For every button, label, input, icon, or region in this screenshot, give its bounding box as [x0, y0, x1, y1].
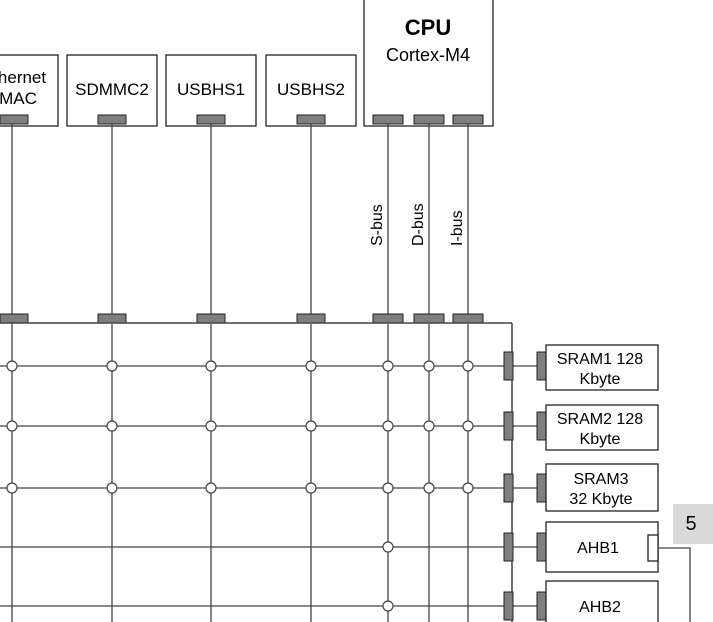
port: [97, 114, 127, 125]
bus-label-d-bus: D-bus: [410, 203, 427, 246]
cpu-subtitle: Cortex-M4: [386, 45, 470, 65]
slave-sram1-line2: Kbyte: [580, 371, 621, 388]
master-ethernet-mac: hernet MAC: [0, 54, 59, 127]
slave-sram3-line1: SRAM3: [573, 471, 628, 488]
crosspoints: [6, 360, 474, 612]
ahb1-output-line: [658, 547, 691, 622]
callout-badge: 5: [673, 504, 713, 544]
horizontal-rows: [0, 365, 537, 607]
master-ethernet-line2: MAC: [0, 89, 37, 108]
slave-sram3-line2: 32 Kbyte: [569, 491, 632, 508]
port: [413, 114, 445, 125]
master-sdmmc2-label: SDMMC2: [75, 80, 149, 99]
slave-ahb2-label: AHB2: [579, 599, 621, 616]
master-ethernet-line1: hernet: [0, 68, 46, 87]
port: [452, 114, 484, 125]
master-usbhs1-label: USBHS1: [177, 80, 245, 99]
slave-ahb2: AHB2: [545, 580, 659, 622]
slave-ahb1: AHB1: [545, 521, 659, 573]
ahb1-output-port: [647, 534, 659, 562]
matrix-top-ports: [0, 313, 484, 324]
port: [296, 114, 326, 125]
slave-sram2-line2: Kbyte: [580, 431, 621, 448]
bus-label-s-bus: S-bus: [369, 204, 386, 246]
cpu-box: CPU Cortex-M4: [363, 0, 494, 127]
port: [0, 114, 29, 125]
master-usbhs1: USBHS1: [165, 54, 257, 127]
port: [196, 114, 226, 125]
cpu-title: CPU: [405, 15, 451, 40]
master-sdmmc2: SDMMC2: [66, 54, 158, 127]
master-usbhs2-label: USBHS2: [277, 80, 345, 99]
slave-sram1-line1: SRAM1 128: [557, 351, 643, 368]
slave-ahb1-label: AHB1: [577, 540, 619, 557]
slave-sram1: SRAM1 128 Kbyte: [545, 344, 659, 391]
vertical-bus-lines: [11, 124, 469, 622]
slave-ports: [536, 351, 547, 621]
slave-sram2-line1: SRAM2 128: [557, 411, 643, 428]
master-usbhs2: USBHS2: [265, 54, 357, 127]
bus-label-i-bus: I-bus: [449, 210, 466, 246]
matrix-outline: [0, 322, 513, 622]
slave-sram2: SRAM2 128 Kbyte: [545, 404, 659, 451]
matrix-right-ports: [503, 351, 514, 621]
port: [372, 114, 404, 125]
slave-sram3: SRAM3 32 Kbyte: [545, 463, 659, 512]
callout-number: 5: [685, 513, 696, 535]
